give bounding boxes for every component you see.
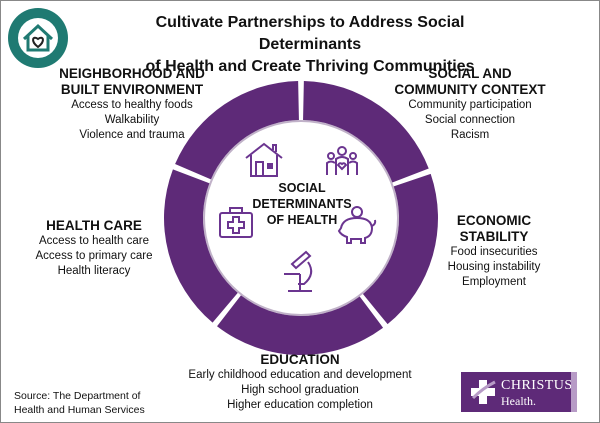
section-neighborhood: NEIGHBORHOOD AND BUILT ENVIRONMENT Acces… (52, 66, 212, 143)
section-item: Food insecurities (450, 246, 538, 258)
microscope-icon (284, 250, 313, 292)
section-item: Housing instability (447, 261, 541, 273)
center-label: SOCIAL DETERMINANTS OF HEALTH (250, 180, 354, 228)
source-note: Source: The Department of Health and Hum… (14, 389, 145, 417)
page-title: Cultivate Partnerships to Address Social… (120, 12, 500, 78)
title-line: of Health and Create Thriving Communitie… (145, 58, 475, 75)
section-item: Social connection (424, 114, 516, 126)
logo-stripe (571, 372, 577, 412)
cross-icon (471, 380, 496, 404)
section-heading: HEALTH CARE (46, 218, 142, 233)
section-healthcare: HEALTH CARE Access to health care Access… (24, 218, 164, 279)
section-item: Access to primary care (35, 250, 153, 262)
house-icon (245, 142, 283, 177)
ring-segment-healthcare (163, 169, 238, 323)
ring-inner-shadow (203, 120, 399, 316)
section-item: Early childhood education and developmen… (188, 369, 412, 381)
section-item: Access to health care (39, 235, 149, 247)
section-heading: NEIGHBORHOOD AND (59, 66, 205, 81)
section-item: Community participation (408, 99, 532, 111)
section-item: Racism (450, 129, 490, 141)
section-item: Violence and trauma (79, 129, 185, 141)
section-economic: ECONOMIC STABILITY Food insecurities Hou… (424, 213, 564, 290)
section-heading: ECONOMIC (456, 213, 532, 228)
section-heading: BUILT ENVIRONMENT (60, 82, 204, 97)
section-social: SOCIAL AND COMMUNITY CONTEXT Community p… (380, 66, 560, 143)
section-item: Walkability (104, 114, 160, 126)
center-label-line: SOCIAL (278, 181, 326, 195)
section-education: EDUCATION Early childhood education and … (170, 352, 430, 413)
center-label-line: DETERMINANTS (252, 197, 352, 211)
center-label-line: OF HEALTH (266, 213, 338, 227)
family-icon (326, 146, 358, 175)
section-item: Health literacy (57, 265, 131, 277)
section-item: High school graduation (241, 384, 359, 396)
christus-health-logo: CHRISTUS Health. (461, 372, 577, 412)
section-heading: COMMUNITY CONTEXT (394, 82, 546, 97)
brand-sub: Health. (501, 394, 536, 408)
medical-kit-icon (219, 207, 253, 238)
ring-segment-economic (362, 173, 438, 325)
piggy-bank-icon (337, 206, 377, 244)
section-item: Employment (462, 276, 526, 288)
ring-segment-social (303, 81, 429, 183)
ring-segment-neighborhood (175, 81, 299, 180)
section-item: Higher education completion (227, 399, 373, 411)
section-heading: SOCIAL AND (428, 66, 512, 81)
section-heading: STABILITY (459, 229, 529, 244)
brand-name: CHRISTUS (501, 378, 573, 393)
title-line: Cultivate Partnerships to Address Social… (155, 14, 465, 53)
ring-segment-education (217, 295, 384, 356)
section-heading: EDUCATION (260, 352, 340, 367)
section-item: Access to healthy foods (71, 99, 193, 111)
source-line: Health and Human Services (14, 404, 145, 416)
source-line: Source: The Department of (14, 390, 141, 402)
community-renewal-logo (8, 8, 68, 68)
